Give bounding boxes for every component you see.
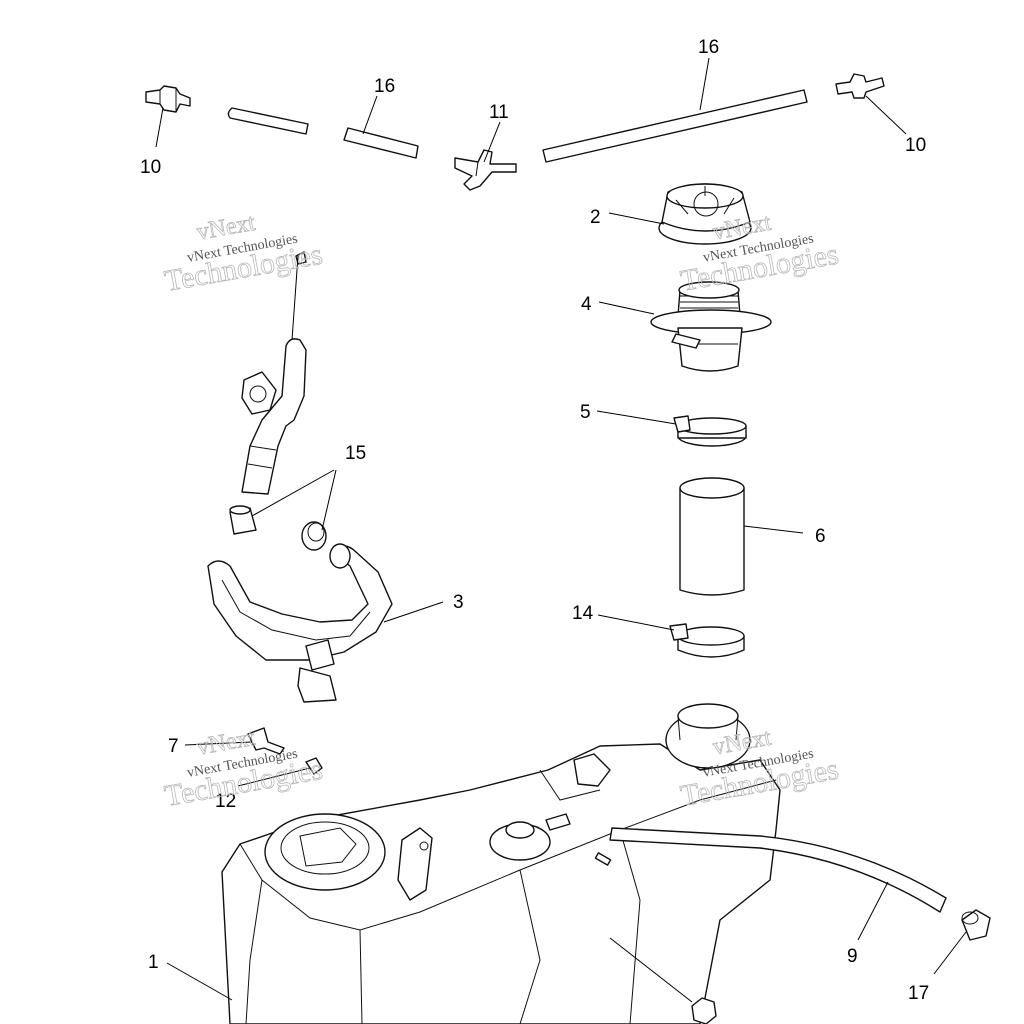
callout-16-left: 16 xyxy=(374,76,395,97)
callout-7: 7 xyxy=(168,736,179,757)
callout-10-right: 10 xyxy=(905,135,926,156)
filler-neck xyxy=(650,281,772,372)
callout-10-left: 10 xyxy=(140,157,161,178)
callout-15: 15 xyxy=(345,443,366,464)
leader-lines xyxy=(155,57,967,1003)
grommet-left xyxy=(229,505,257,535)
hose-cap xyxy=(961,909,991,941)
callout-3: 3 xyxy=(453,592,464,613)
callout-labels: 1 2 3 4 5 6 7 9 10 10 11 12 14 15 16 16 … xyxy=(140,37,929,1004)
grommet-right xyxy=(301,521,327,551)
vent-line-upper xyxy=(241,251,307,495)
fuel-cap xyxy=(658,183,752,245)
callout-6: 6 xyxy=(815,526,826,547)
watermark-bottom-left: vNext Technologies vNext Technologies xyxy=(162,724,326,813)
bolt xyxy=(247,727,285,755)
vent-hose-assembly xyxy=(207,543,393,703)
callout-5: 5 xyxy=(580,402,591,423)
hose-clamp-lower xyxy=(669,623,745,658)
nut xyxy=(691,997,717,1024)
watermark-top-left: vNext Technologies vNext Technologies xyxy=(162,209,326,298)
callout-12: 12 xyxy=(215,791,236,812)
vent-tube xyxy=(609,827,947,913)
callout-17: 17 xyxy=(908,983,929,1004)
filler-hose xyxy=(679,477,745,596)
callout-2: 2 xyxy=(590,207,601,228)
fuel-tank xyxy=(221,703,781,1024)
callout-14: 14 xyxy=(572,603,594,624)
vent-hose-left xyxy=(227,107,419,159)
hose-clamp-upper xyxy=(673,415,747,447)
vent-hose-right xyxy=(542,89,808,163)
callout-4: 4 xyxy=(581,294,592,315)
callout-11: 11 xyxy=(489,102,509,123)
vent-fitting-left xyxy=(145,85,191,113)
callout-16-right: 16 xyxy=(698,37,719,58)
callout-1: 1 xyxy=(148,952,159,973)
callout-9: 9 xyxy=(847,946,858,967)
vent-tee-fitting xyxy=(454,149,517,191)
vent-fitting-right xyxy=(835,73,885,99)
screw xyxy=(305,757,323,775)
